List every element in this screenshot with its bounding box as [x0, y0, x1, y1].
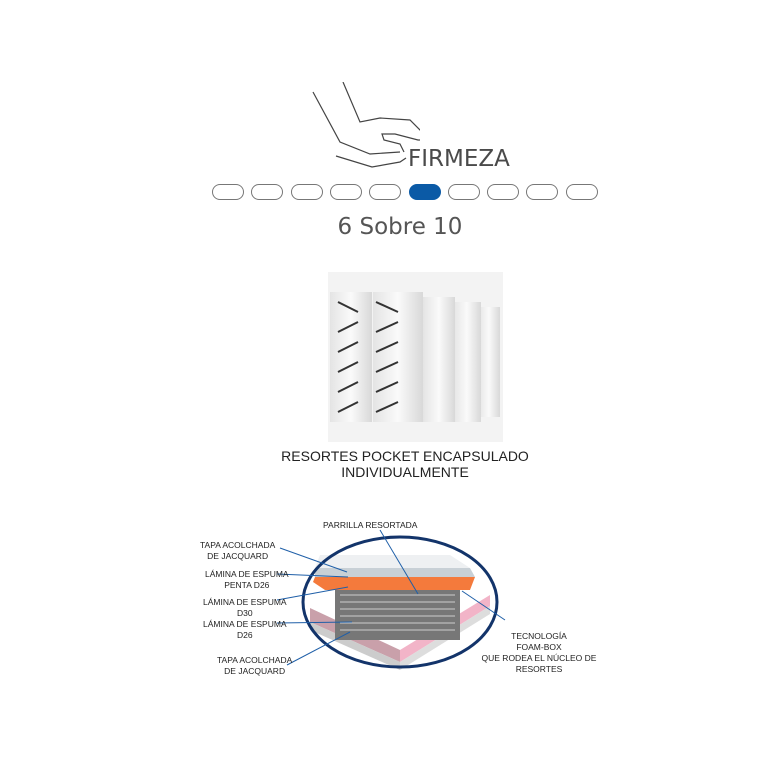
springs-caption: RESORTES POCKET ENCAPSULADO INDIVIDUALME… — [250, 448, 560, 480]
firmness-title: FIRMEZA — [408, 146, 510, 172]
label-line: DE JACQUARD — [224, 666, 286, 676]
firmness-level-6 — [408, 184, 441, 200]
label-parrilla: PARRILLA RESORTADA — [323, 520, 418, 530]
firmness-level-3 — [290, 184, 323, 200]
firmness-level-1 — [212, 184, 244, 200]
firmness-level-5 — [369, 184, 402, 200]
caption-line-2: INDIVIDUALMENTE — [341, 464, 469, 480]
firmness-level-2 — [251, 184, 284, 200]
pocket-springs-image — [328, 272, 503, 442]
label-line: LÁMINA DE ESPUMA — [205, 569, 289, 579]
firmness-level-4 — [329, 184, 362, 200]
caption-line-1: RESORTES POCKET ENCAPSULADO — [281, 448, 529, 464]
label-line: D26 — [237, 630, 253, 640]
label-line: PENTA D26 — [224, 580, 270, 590]
label-line: D30 — [237, 608, 253, 618]
firmness-level-10 — [565, 184, 598, 200]
firmness-level-8 — [487, 184, 520, 200]
label-line: DE JACQUARD — [207, 551, 269, 561]
mattress-layers-diagram — [276, 529, 506, 670]
firmness-level-9 — [526, 184, 559, 200]
firmness-level-7 — [447, 184, 480, 200]
label-line: TECNOLOGÍA — [511, 631, 567, 641]
label-line: FOAM-BOX — [516, 642, 562, 652]
firmness-score: 6 Sobre 10 — [337, 214, 463, 240]
label-line: TAPA ACOLCHADA — [217, 655, 293, 665]
label-line: LÁMINA DE ESPUMA — [203, 619, 287, 629]
hand-pressing-icon — [312, 82, 420, 168]
label-line: QUE RODEA EL NÚCLEO DE RESORTES — [481, 653, 597, 674]
label-line: LÁMINA DE ESPUMA — [203, 597, 287, 607]
label-line: TAPA ACOLCHADA — [200, 540, 276, 550]
